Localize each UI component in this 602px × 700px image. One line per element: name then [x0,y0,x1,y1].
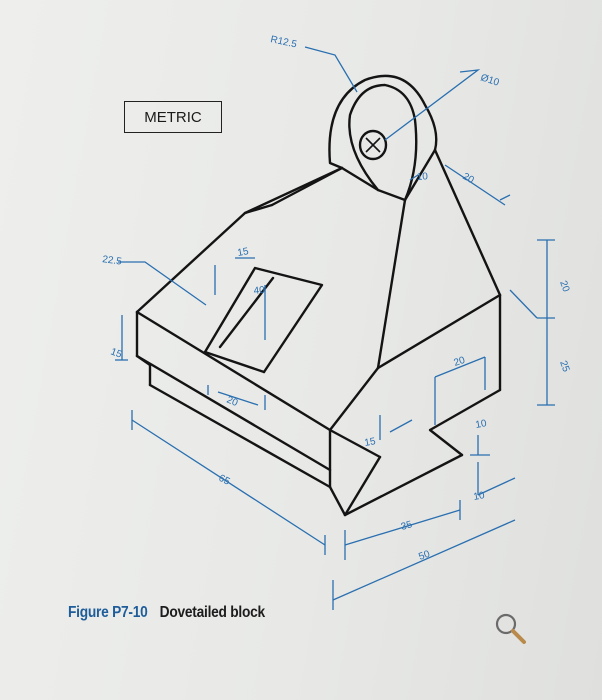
top-front-right-edge-a [328,366,380,432]
dim-10-ear: 10 [416,171,428,183]
slot-front-edge [203,350,266,374]
dim-15-front: 15 [364,436,377,449]
units-label: METRIC [144,108,202,126]
slot-inner-line [218,276,275,349]
angled-slot-outline [203,266,324,374]
dim-25-right: 25 [557,359,571,374]
mid-left-edge [135,354,332,472]
dim-10-dove: 10 [475,418,488,431]
dim-15-top: 15 [237,246,250,259]
ear-right-top [403,148,437,202]
units-label-box: METRIC [124,101,222,133]
dim-50: 50 [417,549,432,563]
dim-65: 65 [217,473,232,488]
dovetail-right [428,388,502,457]
object-outline [135,74,502,517]
support-back-line [243,166,344,215]
support-front-edge [376,198,407,370]
bottom-right-edge [343,453,464,517]
dovetail-front-a [328,485,347,517]
support-right-edge [433,148,502,297]
bottom-left-edge [148,383,332,489]
dim-40: 40 [253,285,266,297]
dim-35: 35 [400,519,414,533]
dim-20-ear: 20 [461,171,477,186]
magnifier-icon[interactable] [493,611,529,647]
dim-20-mid: 20 [453,355,467,369]
figure-title: Dovetailed block [159,604,265,621]
dimension-labels: R12.5 Ø10 22.5 15 15 40 20 65 10 20 20 2… [102,34,572,563]
ear-hole [358,129,388,161]
hole-center-mark [365,137,381,153]
ear-front-face [348,83,418,202]
top-front-left-edge [135,310,332,432]
top-front-right-edge-b [376,293,502,370]
dim-22-5: 22.5 [102,254,123,268]
figure-caption: Figure P7-10 Dovetailed block [68,604,265,622]
dim-r12-5: R12.5 [269,34,298,50]
dovetail-front-b [343,455,382,517]
dim-d10: Ø10 [479,72,501,88]
dim-10-low: 10 [473,490,486,503]
dim-20-right: 20 [557,279,571,294]
front-top-edge-link [328,428,382,459]
figure-number: Figure P7-10 [68,604,148,621]
dim-15-left: 15 [109,346,124,360]
ear-outline [328,74,438,170]
dim-20-bottom: 20 [225,395,240,410]
dimension-lines [115,46,555,610]
